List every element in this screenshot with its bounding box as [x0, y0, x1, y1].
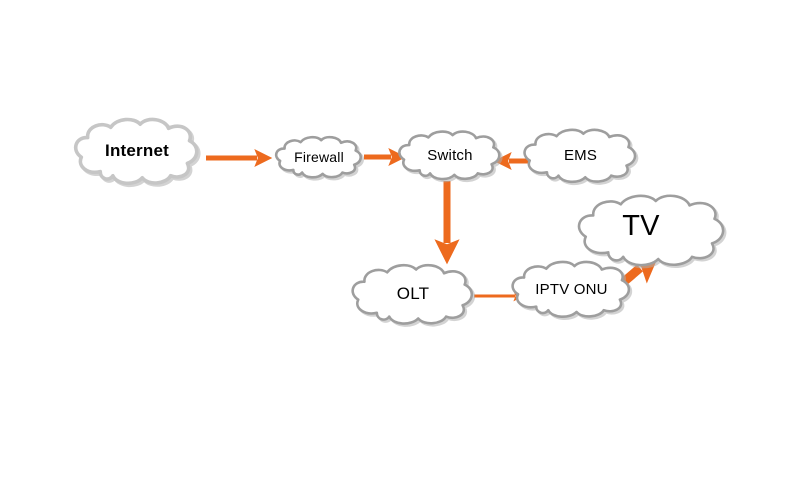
cloud-shape-icon — [398, 129, 502, 181]
node-tv-label: TV — [622, 209, 660, 242]
cloud-shape-icon — [351, 262, 475, 326]
cloud-shape-icon — [74, 116, 200, 186]
node-iptv-onu-label: IPTV ONU — [535, 280, 608, 298]
node-firewall-label: Firewall — [294, 149, 344, 165]
node-olt-label: OLT — [396, 284, 430, 303]
cloud-shape-icon — [523, 127, 638, 184]
node-ems: EMS — [523, 127, 638, 184]
node-iptv-onu: IPTV ONU — [511, 259, 632, 319]
node-olt: OLT — [351, 262, 475, 326]
node-firewall: Firewall — [275, 135, 363, 179]
node-tv: TV — [577, 192, 727, 268]
cloud-shape-icon — [577, 192, 727, 268]
node-ems-label: EMS — [563, 147, 598, 164]
node-internet-label: Internet — [105, 141, 169, 160]
cloud-shape-icon — [275, 135, 363, 179]
node-switch-label: Switch — [427, 146, 473, 164]
node-switch: Switch — [398, 129, 502, 181]
cloud-shape-icon — [511, 259, 632, 319]
node-internet: Internet — [74, 116, 200, 186]
